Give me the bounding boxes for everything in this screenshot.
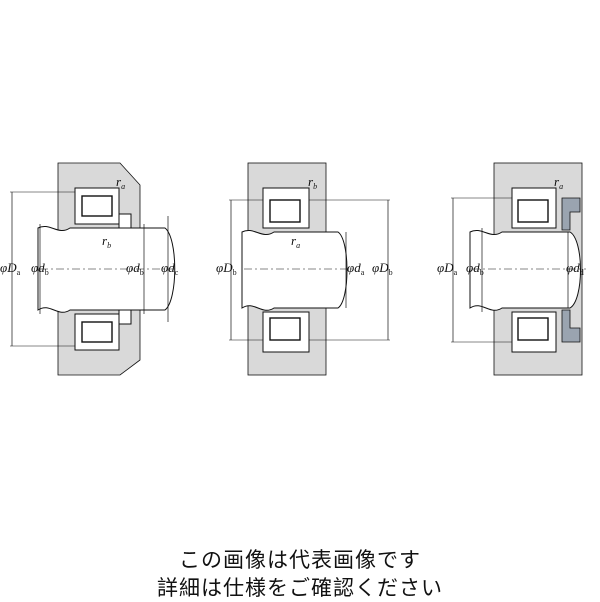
roller-top <box>517 199 549 223</box>
roller-bottom <box>81 321 113 343</box>
label-phi-Db-left: φDb <box>216 260 237 277</box>
footer-line-1: この画像は代表画像です <box>179 548 421 572</box>
footer-line-2: 詳細は仕様をご確認ください <box>157 576 443 600</box>
collar-top <box>118 213 132 229</box>
label-ra: ra <box>291 233 300 250</box>
label-rb: rb <box>102 233 111 250</box>
shaft <box>241 230 348 311</box>
diagram-2: rb ra φDb φda φDb <box>216 162 393 376</box>
label-rb: rb <box>308 174 317 191</box>
label-phi-db: φdb <box>466 260 484 277</box>
diagram-3: ra φDa φdb φdd <box>437 162 586 376</box>
label-phi-Da: φDa <box>437 260 458 277</box>
label-phi-dc: φdc <box>161 260 179 277</box>
seal-bottom <box>561 309 581 343</box>
roller-bottom <box>517 317 549 341</box>
label-phi-da: φda <box>347 260 365 277</box>
roller-bottom <box>269 317 301 341</box>
label-ra: ra <box>554 174 563 191</box>
seal-top <box>561 197 581 231</box>
label-phi-db-left: φdb <box>31 260 49 277</box>
label-phi-dd: φdd <box>566 260 584 277</box>
label-phi-db-right: φdb <box>126 260 144 277</box>
label-phi-Da: φDa <box>0 260 21 277</box>
collar-bottom <box>118 309 132 325</box>
label-phi-Db-right: φDb <box>372 260 393 277</box>
label-ra: ra <box>116 174 125 191</box>
diagram-1: ra rb φDa φdb φdb φdc <box>0 162 179 376</box>
shaft <box>469 230 581 311</box>
shaft <box>37 226 176 313</box>
roller-top <box>81 195 113 217</box>
roller-top <box>269 199 301 223</box>
